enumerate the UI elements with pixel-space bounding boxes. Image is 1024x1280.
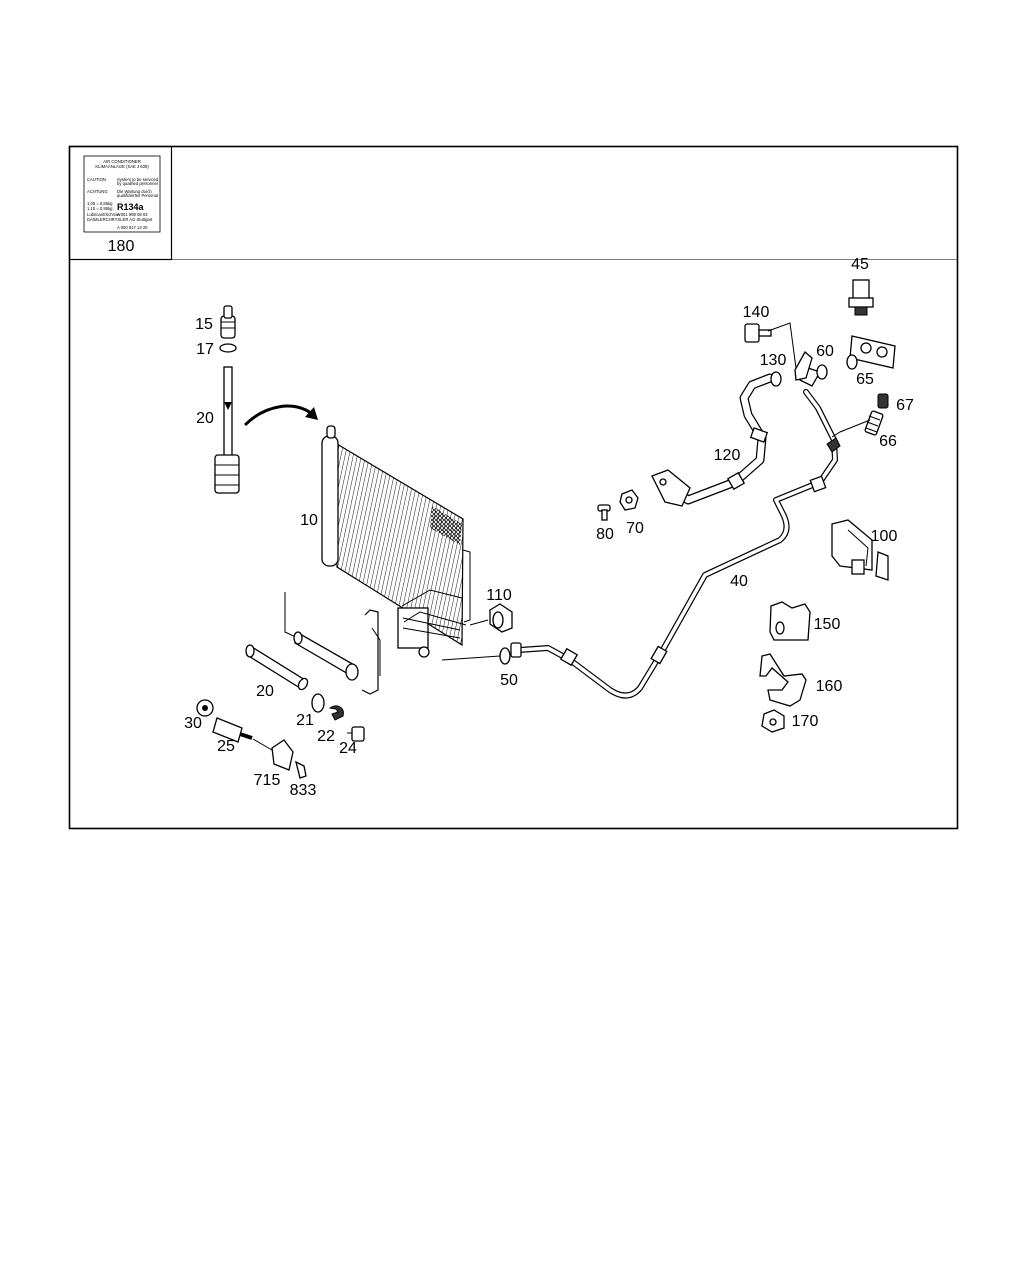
ac-service-label: AIR CONDITIONER KLIMAANLAGE (SAE J 639) …	[83, 155, 161, 233]
callout-50: 50	[500, 672, 518, 689]
nut-70	[619, 489, 639, 511]
hose-line-120	[651, 373, 775, 507]
callout-110: 110	[486, 587, 512, 604]
cap-30	[196, 699, 214, 717]
clamp-160	[759, 653, 807, 707]
callout-80: 80	[596, 526, 614, 543]
callout-20-lower: 20	[256, 683, 274, 700]
label-line-a: 1,05 = 0,85kg	[87, 201, 113, 206]
callout-120: 120	[714, 447, 741, 464]
callout-180: 180	[108, 238, 135, 255]
label-oil-no: A 001 989 08 03	[117, 212, 148, 217]
callout-10: 10	[300, 512, 318, 529]
label-title-1: AIR CONDITIONER	[103, 159, 140, 164]
leader-50	[441, 655, 501, 661]
label-caution-head: CAUTION	[87, 177, 106, 182]
service-valve-66	[864, 410, 884, 436]
callout-40: 40	[730, 573, 748, 590]
install-arrow	[243, 404, 313, 427]
callout-833: 833	[290, 782, 317, 799]
clip-22	[328, 705, 344, 721]
label-refrigerant: R134a	[117, 202, 145, 212]
label-achtung-text-1: Die Wartung durch	[117, 189, 152, 194]
label-caution-text-1: System to be serviced	[117, 177, 159, 182]
label-maker: DAIMLERCHRYSLER AG Stuttgart	[87, 217, 153, 222]
refrigerant-line-40	[510, 367, 838, 699]
drier-cartridge-upper	[214, 366, 240, 494]
bracket-100	[831, 519, 889, 581]
callout-70: 70	[626, 520, 644, 537]
callout-20-upper: 20	[196, 410, 214, 427]
o-ring-50	[499, 647, 511, 665]
callout-140: 140	[743, 304, 770, 321]
callout-67: 67	[896, 397, 914, 414]
label-part-no: A 000 817 13 20	[117, 225, 148, 230]
callout-22: 22	[317, 728, 335, 745]
label-title-2: KLIMAANLAGE (SAE J 639)	[95, 164, 149, 169]
callout-15: 15	[195, 316, 213, 333]
o-ring-130	[770, 371, 782, 387]
pressure-switch-25	[212, 717, 253, 743]
callout-65: 65	[856, 371, 874, 388]
bolt-24	[347, 726, 365, 742]
label-lubricant: Lubricant/Schmier	[87, 212, 121, 217]
condenser	[321, 425, 471, 658]
nut-170	[761, 709, 785, 733]
label-achtung-text-2: qualifiziertes Personal	[117, 193, 158, 198]
rubber-mount-150	[769, 601, 811, 641]
callout-715: 715	[254, 772, 281, 789]
line-bracket	[794, 350, 813, 381]
callout-170: 170	[792, 713, 819, 730]
grommet-110	[489, 603, 513, 633]
drier-cartridge-lower	[245, 631, 359, 691]
bolt-140	[744, 323, 772, 343]
callout-150: 150	[814, 616, 841, 633]
expansion-valve	[849, 335, 896, 369]
o-ring-21	[311, 693, 325, 713]
label-achtung-head: ACHTUNG	[87, 189, 108, 194]
callout-45: 45	[851, 256, 869, 273]
o-ring-60	[816, 364, 828, 380]
callout-60: 60	[816, 343, 834, 360]
callout-66: 66	[879, 433, 897, 450]
callout-24: 24	[339, 740, 357, 757]
screw-80	[597, 504, 611, 521]
callout-160: 160	[816, 678, 843, 695]
callout-17: 17	[196, 341, 214, 358]
drier-screw-15	[220, 305, 236, 339]
pressure-sensor-45	[848, 279, 874, 316]
callout-30: 30	[184, 715, 202, 732]
seal-65	[846, 354, 858, 370]
seal-17	[219, 343, 237, 353]
connector-715	[271, 739, 294, 771]
callout-100: 100	[871, 528, 898, 545]
label-caution-text-2: by qualified personnel	[117, 181, 158, 186]
label-180-box	[68, 145, 173, 261]
callout-21: 21	[296, 712, 314, 729]
callout-130: 130	[760, 352, 787, 369]
valve-cap-67	[877, 393, 889, 409]
callout-25: 25	[217, 738, 235, 755]
plug-833	[295, 760, 307, 779]
label-line-b: 1,15 = 0,95kg	[87, 206, 113, 211]
diagram-frame	[68, 145, 959, 830]
